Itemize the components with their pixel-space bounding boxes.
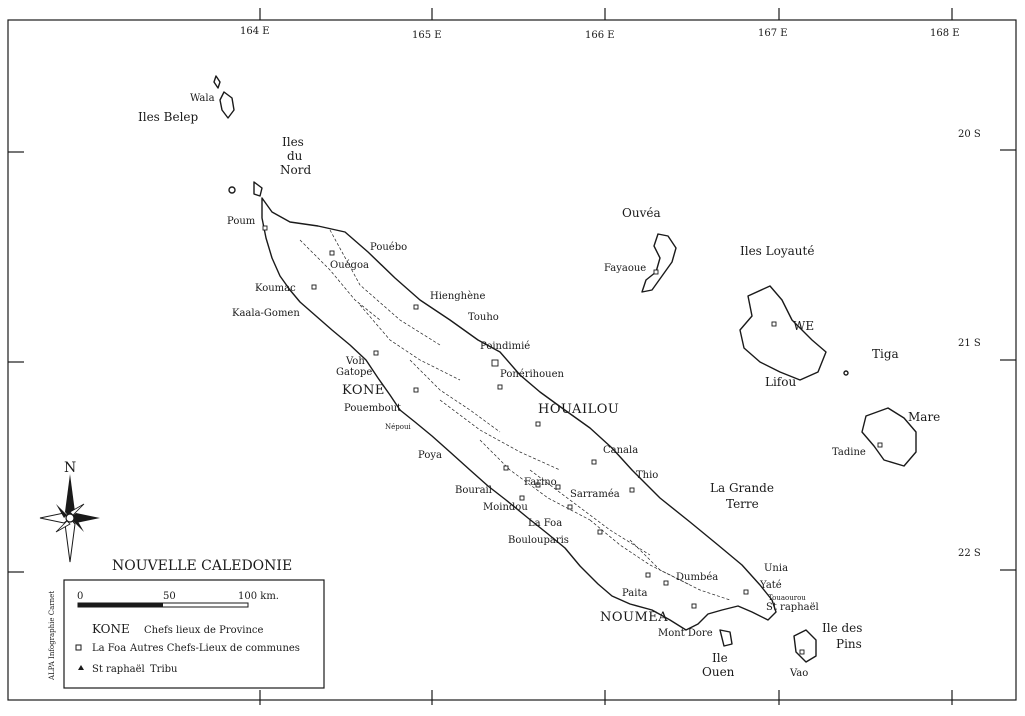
place-farino: Farino	[524, 477, 557, 488]
place-vao: Vao	[789, 668, 808, 679]
region-ile-ouen-2: Ouen	[702, 665, 735, 679]
legend-box	[63, 579, 325, 689]
place-bourail: Bourail	[455, 485, 492, 496]
place-st-raphael: St raphaël	[766, 602, 819, 613]
place-koumac: Koumac	[255, 283, 296, 294]
region-iles-du-nord-3: Nord	[280, 163, 311, 177]
region-iles-du-nord-1: Iles	[282, 135, 304, 149]
legend-symbol-la-foa: La Foa	[92, 643, 126, 654]
place-noumea: NOUMEA	[600, 610, 668, 625]
region-mare: Mare	[908, 410, 940, 424]
legend-tribu-marker-icon	[78, 665, 84, 670]
lat-label-20: 20 S	[958, 129, 981, 140]
legend-commune-marker-icon	[75, 644, 82, 651]
place-unia: Unia	[764, 563, 788, 574]
region-la-grande-terre-1: La Grande	[710, 481, 774, 495]
place-kone: KONE	[342, 383, 385, 398]
place-mont-dore: Mont Dore	[658, 628, 713, 639]
place-dumbea: Dumbéa	[676, 572, 718, 583]
place-fayaoue: Fayaoue	[604, 263, 646, 274]
place-poum: Poum	[227, 216, 256, 227]
place-yate: Yaté	[759, 580, 782, 591]
place-thio: Thio	[636, 470, 658, 481]
lat-label-21: 21 S	[958, 338, 981, 349]
lon-label-165: 165 E	[412, 30, 442, 41]
nord-islet	[253, 181, 263, 197]
graticule-ticks	[8, 8, 1016, 705]
scale-end: 100 km.	[238, 591, 279, 602]
place-canala: Canala	[603, 445, 638, 456]
place-touaourou: Touaourou	[768, 594, 806, 602]
scale-bar-filled	[78, 603, 163, 607]
place-gatope: Gatope	[336, 367, 372, 378]
compass-rose-icon	[39, 474, 100, 563]
region-ile-ouen-1: Ile	[712, 651, 728, 665]
region-iles-loyaute: Iles Loyauté	[740, 244, 814, 258]
place-touho: Touho	[468, 312, 499, 323]
place-la-foa: La Foa	[528, 518, 562, 529]
lon-label-167: 167 E	[758, 28, 788, 39]
ile-ouen-island	[719, 629, 733, 647]
scale-zero: 0	[77, 591, 83, 602]
mare-island	[861, 407, 917, 467]
place-pouembout: Pouembout	[344, 403, 401, 414]
region-iles-du-nord-2: du	[287, 149, 303, 163]
place-poya: Poya	[418, 450, 442, 461]
region-we: WE	[793, 319, 814, 333]
place-poindimie: Poindimié	[480, 341, 530, 352]
ouvea-island	[641, 233, 677, 293]
region-tiga: Tiga	[872, 347, 899, 361]
place-boulouparis: Boulouparis	[508, 535, 569, 546]
credit-text: ALPA Infographie Carnet	[48, 591, 56, 681]
tiga-islet	[843, 370, 849, 376]
grande-terre-island	[261, 197, 777, 631]
region-lifou: Lifou	[765, 375, 796, 389]
region-iles-belep: Iles Belep	[138, 110, 199, 124]
region-la-grande-terre-2: Terre	[726, 497, 759, 511]
legend-text-communes: Autres Chefs-Lieux de communes	[129, 643, 300, 654]
commune-borders	[299, 229, 731, 601]
lon-label-168: 168 E	[930, 28, 960, 39]
lon-label-164: 164 E	[240, 26, 270, 37]
wala-islet	[219, 91, 235, 119]
place-ponerihouen: Ponérihouen	[500, 369, 565, 380]
nord-islet-small	[228, 186, 236, 194]
place-paita: Paita	[622, 588, 647, 599]
region-ile-des-pins-1: Ile des	[822, 621, 862, 635]
place-voh: Voh	[345, 356, 365, 367]
legend-text-tribu: Tribu	[150, 664, 178, 675]
ile-des-pins-island	[793, 629, 817, 663]
belep-islet	[213, 75, 221, 89]
place-houailou: HOUAILOU	[538, 402, 619, 417]
lon-label-166: 166 E	[585, 30, 615, 41]
place-moindou: Moindou	[483, 502, 528, 513]
region-ouvea: Ouvéa	[622, 206, 661, 220]
region-wala: Wala	[190, 93, 215, 104]
place-ouegoa: Ouégoa	[330, 260, 369, 271]
map-title: NOUVELLE CALEDONIE	[112, 558, 292, 574]
place-sarramea: Sarraméa	[570, 489, 620, 500]
settlement-markers	[262, 225, 883, 655]
legend-symbol-st-raphael: St raphaël	[92, 664, 145, 675]
place-tadine: Tadine	[832, 447, 866, 458]
place-hienghene: Hienghène	[430, 291, 485, 302]
place-pouebo: Pouébo	[370, 242, 407, 253]
legend-symbol-kone: KONE	[92, 622, 130, 636]
scale-mid: 50	[163, 591, 176, 602]
legend-text-province: Chefs lieux de Province	[144, 625, 264, 636]
place-nepoui: Népoui	[385, 423, 411, 431]
north-label: N	[64, 460, 76, 476]
region-ile-des-pins-2: Pins	[836, 637, 862, 651]
place-kaala-gomen: Kaala-Gomen	[232, 308, 300, 319]
place-labels: Poum Pouébo Ouégoa Koumac Kaala-Gomen Hi…	[227, 216, 866, 679]
lifou-island	[739, 285, 827, 381]
lat-label-22: 22 S	[958, 548, 981, 559]
